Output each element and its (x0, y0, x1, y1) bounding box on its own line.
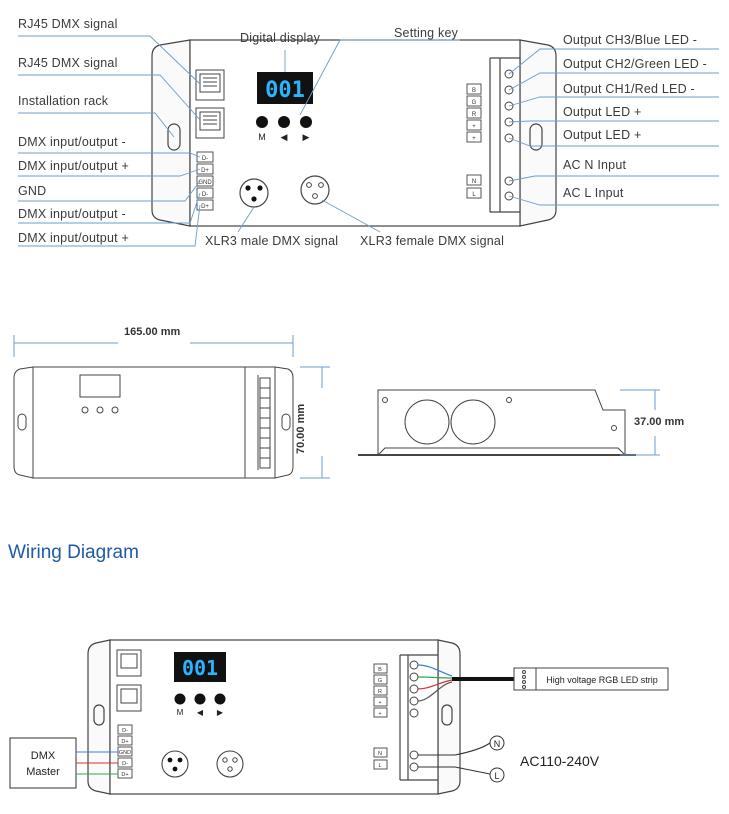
wiring-output-terminals (373, 663, 388, 770)
terminal-label-1: D- (202, 156, 208, 162)
label-output-ch3: Output CH3/Blue LED - (563, 33, 698, 47)
wiring-terminal-label-5: D+ (121, 772, 128, 778)
terminal-label-5: D+ (201, 204, 209, 210)
wiring-rj45-jacks (116, 649, 142, 712)
label-xlr-male: XLR3 male DMX signal (205, 234, 339, 248)
label-ac-n-input: AC N Input (563, 158, 627, 172)
output-terminal-block (466, 83, 482, 143)
ac-wires (418, 742, 491, 775)
wiring-output-label-4: + (378, 700, 381, 706)
key-right-button[interactable] (300, 116, 312, 128)
key-left-button[interactable] (278, 116, 290, 128)
xlr-female-connector (300, 175, 330, 205)
wiring-input-label-l: L (378, 763, 381, 769)
wiring-output-label-2: G (378, 678, 382, 684)
wiring-key-left (194, 693, 206, 705)
dmx-terminal-block (196, 151, 214, 211)
input-terminal-label-n: N (472, 179, 476, 185)
wiring-terminal-label-4: D- (122, 761, 128, 767)
led-strip-box (535, 667, 669, 691)
label-dmx-io-plus-2: DMX input/output + (18, 231, 129, 245)
label-setting-key: Setting key (394, 26, 459, 40)
label-installation-rack: Installation rack (18, 94, 109, 108)
label-gnd: GND (18, 184, 47, 198)
wiring-output-label-5: + (378, 711, 381, 717)
wiring-terminal-label-2: D+ (121, 739, 128, 745)
display-value: 001 (265, 78, 305, 103)
dmx-master-line-2: Master (26, 766, 60, 778)
wiring-output-label-1: B (378, 667, 382, 673)
leader-lines-top (18, 35, 719, 247)
wiring-output-label-3: R (378, 689, 382, 695)
wiring-input-label-n: N (378, 751, 382, 757)
wiring-display-value: 001 (182, 656, 218, 680)
terminal-label-4: D- (202, 192, 208, 198)
output-terminal-label-2: G (472, 100, 477, 106)
input-terminal-block (466, 174, 482, 199)
label-xlr-female: XLR3 female DMX signal (360, 234, 505, 248)
label-output-ch1: Output CH1/Red LED - (563, 82, 695, 96)
wiring-screw-terminals (409, 660, 419, 772)
dimension-depth: 37.00 mm (634, 416, 685, 428)
side-view (358, 389, 660, 456)
key-label-right: ▶ (303, 132, 310, 142)
label-dmx-io-minus-2: DMX input/output - (18, 207, 126, 221)
output-terminal-label-5: + (472, 136, 476, 142)
output-terminal-label-1: B (472, 88, 476, 94)
ac-terminal-n: N (494, 739, 501, 749)
rj45-jack-1 (195, 69, 225, 101)
ac-terminals (489, 735, 505, 783)
led-strip-label: High voltage RGB LED strip (546, 675, 658, 685)
wiring-xlr-female (216, 750, 244, 778)
label-output-ch2: Output CH2/Green LED - (563, 57, 708, 71)
ac-terminal-l: L (494, 771, 499, 781)
wiring-key-m (174, 693, 186, 705)
wiring-xlr-male (161, 750, 189, 778)
wiring-key-right (214, 693, 226, 705)
key-m-button[interactable] (256, 116, 268, 128)
led-strip-connector (513, 667, 537, 691)
wiring-terminal-label-1: D- (122, 728, 128, 734)
wiring-device (87, 639, 461, 795)
front-view (13, 335, 330, 479)
wiring-key-label-right: ▶ (217, 708, 224, 717)
dimension-width: 165.00 mm (124, 326, 181, 338)
output-wires (417, 664, 514, 702)
key-label-left: ◀ (281, 132, 288, 142)
digital-display (257, 72, 313, 104)
output-terminal-label-4: + (472, 124, 476, 130)
dmx-master-wires (76, 751, 118, 775)
terminal-label-3: GND (198, 180, 212, 186)
label-output-led-plus-1: Output LED + (563, 105, 642, 119)
label-rj45-2: RJ45 DMX signal (18, 56, 118, 70)
dmx-master-line-1: DMX (31, 750, 56, 762)
key-label-m: M (258, 132, 266, 142)
label-digital-display: Digital display (240, 31, 321, 45)
xlr-male-connector (239, 178, 269, 208)
label-dmx-io-plus-1: DMX input/output + (18, 159, 129, 173)
label-output-led-plus-2: Output LED + (563, 128, 642, 142)
output-terminal-label-3: R (472, 112, 477, 118)
dmx-master-box (9, 737, 77, 789)
wiring-diagram-heading: Wiring Diagram (8, 542, 139, 563)
wiring-digital-display (174, 652, 226, 682)
label-ac-l-input: AC L Input (563, 186, 624, 200)
dimension-height: 70.00 mm (295, 403, 307, 454)
wiring-key-label-left: ◀ (197, 708, 204, 717)
wiring-terminal-label-3: GND (119, 750, 131, 756)
terminal-label-2: D+ (201, 168, 209, 174)
ac-voltage-label: AC110-240V (520, 753, 600, 769)
wiring-key-label-m: M (177, 708, 184, 717)
label-dmx-io-minus-1: DMX input/output - (18, 135, 126, 149)
input-terminal-label-l: L (472, 192, 476, 198)
rj45-jack-2 (195, 107, 225, 139)
label-rj45-1: RJ45 DMX signal (18, 17, 118, 31)
